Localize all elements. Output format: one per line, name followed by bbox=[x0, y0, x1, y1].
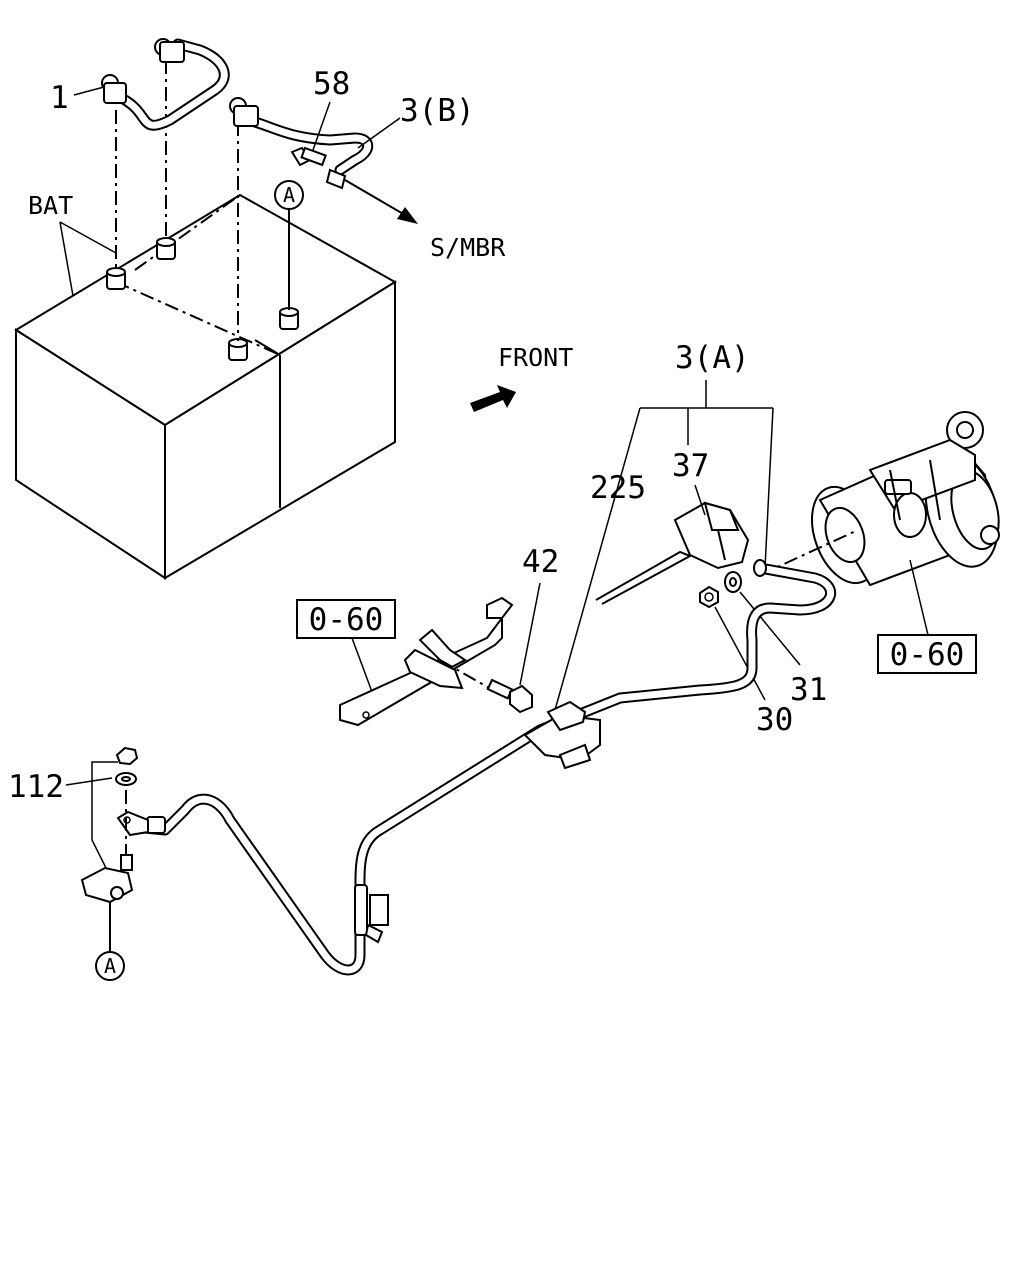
label-bat: BAT bbox=[28, 191, 73, 220]
svg-text:A: A bbox=[104, 954, 116, 978]
ground-stud bbox=[80, 854, 134, 904]
label-part-112: 112 bbox=[8, 769, 64, 805]
label-part-58: 58 bbox=[313, 66, 350, 102]
label-part-3a: 3(A) bbox=[675, 340, 750, 376]
label-part-31: 31 bbox=[790, 672, 827, 708]
smbr-arrow bbox=[344, 179, 418, 224]
nut-30 bbox=[699, 585, 719, 609]
bolt-58 bbox=[290, 146, 327, 167]
ref-box-left: 0-60 bbox=[296, 599, 396, 639]
cable-3b bbox=[229, 97, 374, 190]
terminal-post-1 bbox=[106, 267, 126, 290]
svg-text:0-60: 0-60 bbox=[890, 637, 965, 673]
battery-terminal-posts bbox=[106, 237, 299, 361]
label-front: FRONT bbox=[498, 343, 573, 372]
bracket bbox=[339, 596, 514, 727]
terminal-post-3 bbox=[228, 338, 248, 361]
terminal-post-2 bbox=[156, 237, 176, 260]
label-part-225: 225 bbox=[590, 470, 646, 506]
label-part-3b: 3(B) bbox=[400, 93, 475, 129]
bolt-42 bbox=[486, 678, 533, 714]
cable-clamp bbox=[364, 894, 389, 944]
label-smbr: S/MBR bbox=[430, 233, 506, 262]
washer-31 bbox=[724, 571, 742, 593]
ring-terminal bbox=[116, 810, 149, 837]
jumper-cable bbox=[101, 38, 230, 131]
ref-box-right: 0-60 bbox=[877, 634, 977, 674]
label-part-30: 30 bbox=[756, 702, 793, 738]
svg-text:A: A bbox=[283, 183, 295, 207]
label-part-1: 1 bbox=[50, 80, 69, 116]
label-part-42: 42 bbox=[522, 544, 559, 580]
main-cable-3a bbox=[139, 559, 837, 976]
svg-text:0-60: 0-60 bbox=[309, 602, 384, 638]
terminal-post-4 bbox=[279, 307, 299, 330]
washer-112 bbox=[115, 772, 137, 786]
nut-112 bbox=[115, 746, 139, 766]
cable-clip bbox=[523, 700, 601, 770]
battery bbox=[14, 193, 397, 580]
front-arrow-icon bbox=[470, 385, 516, 412]
label-part-37: 37 bbox=[672, 448, 709, 484]
circle-a-top: A bbox=[274, 180, 304, 210]
circle-a-bottom: A bbox=[95, 951, 125, 981]
terminal-leader-lines bbox=[115, 60, 290, 341]
terminal-cover-37 bbox=[673, 484, 750, 570]
starter-motor bbox=[811, 411, 1000, 587]
